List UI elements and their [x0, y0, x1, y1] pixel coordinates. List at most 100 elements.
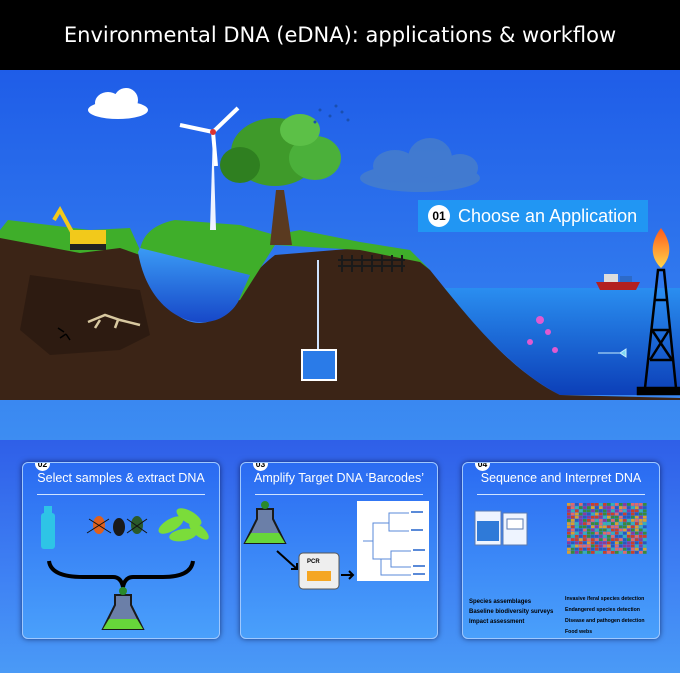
heatmap-cell	[627, 528, 631, 532]
step-02-panel: 02 Select samples & extract DNA	[22, 462, 220, 639]
heatmap-cell	[615, 525, 619, 529]
heatmap-cell	[575, 509, 579, 513]
heatmap-cell	[579, 512, 583, 516]
heatmap-cell	[615, 506, 619, 509]
fossil-skeleton	[87, 313, 141, 329]
heatmap-cell	[567, 525, 571, 529]
heatmap-cell	[603, 547, 607, 551]
heatmap-cell	[635, 531, 639, 535]
heatmap-cell	[635, 544, 639, 548]
heatmap-cell	[575, 522, 579, 525]
coral	[527, 316, 558, 353]
heatmap-cell	[631, 506, 635, 509]
heatmap-cell	[643, 519, 647, 522]
heatmap-cell	[599, 522, 603, 525]
step-04-panel: 04 Sequence and Interpret DNA Species as…	[462, 462, 660, 639]
heatmap-cell	[635, 512, 639, 516]
interpret-item: Baseline biodiversity surveys	[469, 609, 554, 615]
sequencer-icon	[474, 510, 528, 546]
heatmap-cell	[627, 503, 631, 506]
heatmap-cell	[599, 515, 603, 519]
heatmap-cell	[587, 551, 591, 554]
heatmap-cell	[643, 509, 647, 513]
heatmap-cell	[587, 509, 591, 513]
heatmap-cell	[599, 525, 603, 529]
heatmap-cell	[643, 503, 647, 506]
heatmap-cell	[567, 538, 571, 541]
heatmap-cell	[639, 528, 643, 532]
panel-illustration	[23, 495, 219, 638]
heatmap-cell	[579, 509, 583, 513]
heatmap-cell	[627, 535, 631, 538]
heatmap-cell	[611, 528, 615, 532]
heatmap-cell	[583, 525, 587, 529]
gas-flame	[652, 228, 670, 268]
heatmap-cell	[603, 506, 607, 509]
heatmap-cell	[627, 506, 631, 509]
heatmap-cell	[595, 506, 599, 509]
heatmap-cell	[583, 509, 587, 513]
heatmap-cell	[615, 535, 619, 538]
step-03-panel: 03 Amplify Target DNA ‘Barcodes’ PCR	[240, 462, 438, 639]
heatmap-cell	[591, 509, 595, 513]
heatmap-cell	[623, 544, 627, 548]
heatmap-cell	[599, 535, 603, 538]
heatmap-cell	[607, 535, 611, 538]
heatmap-cell	[571, 512, 575, 516]
heatmap-cell	[579, 528, 583, 532]
heatmap-cell	[639, 506, 643, 509]
panel-header: 03 Amplify Target DNA ‘Barcodes’	[241, 463, 437, 495]
heatmap-cell	[571, 522, 575, 525]
heatmap-cell	[639, 531, 643, 535]
heatmap-cell	[587, 547, 591, 551]
heatmap-cell	[595, 538, 599, 541]
panel-illustration: PCR	[241, 495, 437, 638]
heatmap-cell	[623, 506, 627, 509]
heatmap-cell	[635, 503, 639, 506]
heatmap-cell	[595, 551, 599, 554]
lake	[138, 248, 250, 323]
heatmap-cell	[607, 528, 611, 532]
heatmap-cell	[631, 519, 635, 522]
heatmap-cell	[639, 525, 643, 529]
heatmap-cell	[571, 509, 575, 513]
heatmap-cell	[595, 515, 599, 519]
heatmap-cell	[587, 535, 591, 538]
heatmap-cell	[607, 522, 611, 525]
heatmap-cell	[627, 541, 631, 545]
interpret-item: Species assemblages	[469, 599, 532, 605]
heatmap-cell	[603, 519, 607, 522]
heatmap-cell	[587, 531, 591, 535]
heatmap-cell	[619, 525, 623, 529]
heatmap-cell	[607, 538, 611, 541]
heatmap-cell	[603, 509, 607, 513]
heatmap-cell	[615, 544, 619, 548]
heatmap-cell	[635, 522, 639, 525]
heatmap-cell	[591, 551, 595, 554]
cave	[20, 275, 150, 355]
heatmap-cell	[615, 547, 619, 551]
heatmap-cell	[603, 535, 607, 538]
heatmap-cell	[623, 509, 627, 513]
heatmap-cell	[627, 512, 631, 516]
heatmap-cell	[615, 522, 619, 525]
heatmap-cell	[567, 541, 571, 545]
heatmap-cell	[631, 531, 635, 535]
heatmap-cell	[627, 531, 631, 535]
heatmap-cell	[579, 531, 583, 535]
grass-surface	[0, 220, 430, 302]
heatmap-cell	[643, 528, 647, 532]
heatmap-cell	[575, 503, 579, 506]
heatmap-cell	[643, 522, 647, 525]
heatmap-cell	[571, 538, 575, 541]
brace-icon	[47, 560, 195, 588]
interpret-right-list: Invasive /feral species detection Endang…	[565, 596, 645, 635]
heatmap-cell	[619, 515, 623, 519]
heatmap-cell	[591, 522, 595, 525]
title-bar: Environmental DNA (eDNA): applications &…	[0, 0, 680, 70]
heatmap-cell	[619, 535, 623, 538]
heatmap-cell	[587, 503, 591, 506]
heatmap-cell	[603, 512, 607, 516]
heatmap-cell	[619, 512, 623, 516]
heatmap-cell	[595, 525, 599, 529]
